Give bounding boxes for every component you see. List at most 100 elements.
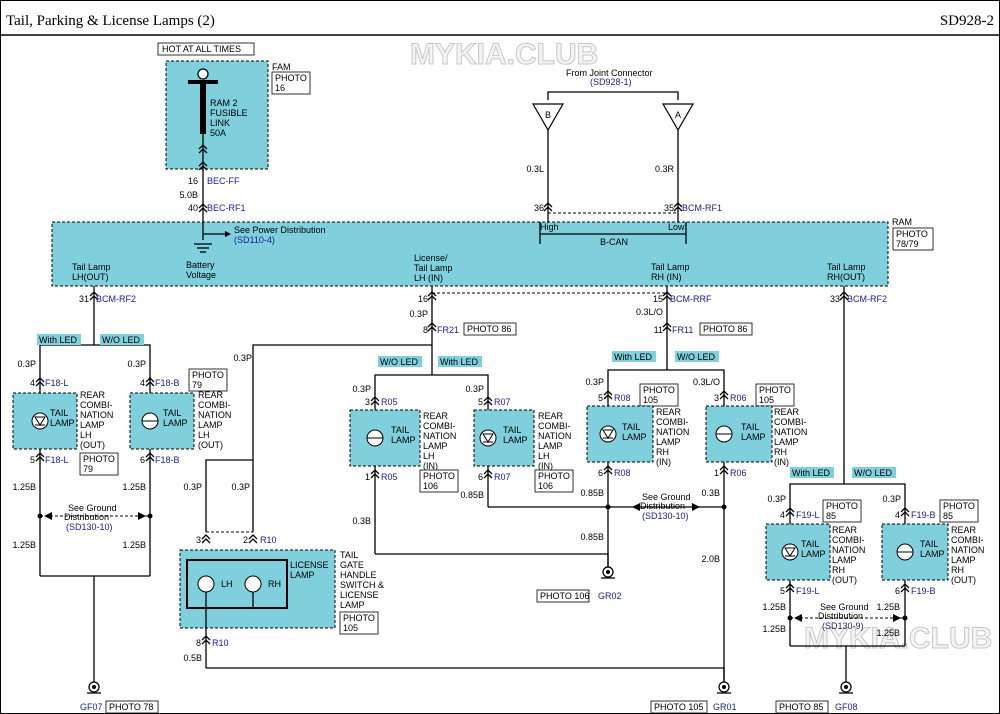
lho-6: (OUT) — [80, 440, 105, 450]
f19b-bot: F19-B — [911, 586, 936, 596]
lhi-1: REAR — [423, 411, 449, 421]
lt7: TAIL — [503, 425, 521, 435]
f19l-pin4: 4 — [780, 510, 785, 520]
diagram-title: Tail, Parking & License Lamps (2) — [6, 13, 215, 29]
ph106a-1: PHOTO — [423, 471, 455, 481]
bcm-rrf: BCM-RRF — [670, 294, 712, 304]
bec-ff-label: BEC-FF — [207, 176, 240, 186]
ph85a-2: 85 — [826, 511, 836, 521]
pin-31: 31 — [79, 294, 89, 304]
gnd3-ref: (SD130-9) — [822, 621, 864, 631]
lhout-with-led: With LED — [39, 335, 78, 345]
r08-top: R08 — [614, 393, 631, 403]
f19l-pin5: 5 — [780, 586, 785, 596]
sw-3: HANDLE — [340, 570, 377, 580]
gr01-photo: PHOTO 105 — [654, 702, 703, 712]
bec-ff-pin: 16 — [188, 176, 198, 186]
lt1: TAIL — [50, 408, 68, 418]
fr21-wire: 0.3P — [409, 309, 428, 319]
gnd3-see: See Ground — [820, 602, 869, 612]
rhi2-2: COMBI- — [774, 417, 807, 427]
rhi2-4: LAMP — [774, 437, 799, 447]
ph79-1: PHOTO — [192, 370, 224, 380]
gr02-photo: PHOTO 106 — [540, 591, 589, 601]
f18l-top: F18-L — [45, 378, 69, 388]
f19b-pin6: 6 — [895, 586, 900, 596]
ram-photo-2: 78/79 — [896, 239, 919, 249]
lho2-5: LH — [198, 430, 210, 440]
fr11-wire: 0.3L/O — [636, 307, 663, 317]
lic-ph-1: PHOTO — [343, 613, 375, 623]
w-f18b: 0.3P — [127, 359, 146, 369]
f18l-bot: F18-L — [45, 455, 69, 465]
fuse-l2: FUSIBLE — [210, 108, 248, 118]
lhi2-6: (IN) — [538, 461, 553, 471]
w05b: 0.5B — [183, 653, 202, 663]
r06-bot: R06 — [730, 468, 747, 478]
sw-1: TAIL — [340, 550, 358, 560]
from-joint-label: From Joint Connector — [566, 68, 653, 78]
conn-b-label: B — [545, 110, 551, 120]
sw-6: LAMP — [340, 600, 365, 610]
f18l-pin: 4 — [30, 378, 35, 388]
r10-pin3: 3 — [196, 535, 201, 545]
r08-bot: R08 — [614, 468, 631, 478]
gnd1-ref: (SD130-10) — [66, 522, 113, 532]
rhi-6: (IN) — [656, 457, 671, 467]
watermark-bottom: MYKIA.CLUB — [804, 622, 992, 655]
lt6: LAMP — [391, 435, 416, 445]
sw-4: SWITCH & — [340, 580, 384, 590]
w125-2: 1.25B — [122, 482, 146, 492]
fam-photo-2: 16 — [275, 83, 285, 93]
ph105b-1: PHOTO — [759, 385, 791, 395]
rhi2-3: NATION — [774, 427, 807, 437]
w-lic-l: 0.3P — [183, 482, 202, 492]
w-085b-1: 0.85B — [460, 490, 484, 500]
tail-lamp-lh-out-bulb — [129, 392, 195, 450]
lt13: TAIL — [801, 539, 819, 549]
gnd1-dist: Distribution — [64, 512, 109, 522]
w-03b-2: 0.3B — [701, 488, 720, 498]
gf08-label: GF08 — [835, 702, 858, 712]
gnd3-dist: Distribution — [818, 611, 863, 621]
wire-a: 0.3R — [655, 164, 675, 174]
wire-b: 0.3L — [526, 164, 544, 174]
bcm-rf2-b: BCM-RF2 — [847, 294, 887, 304]
gnd1-see: See Ground — [68, 503, 117, 513]
pin-35: 35 — [664, 203, 674, 213]
rhi-4: LAMP — [656, 437, 681, 447]
lho-1: REAR — [80, 390, 106, 400]
ph79-2: 79 — [192, 380, 202, 390]
f18b-bot: F18-B — [155, 455, 180, 465]
hot-label: HOT AT ALL TIMES — [162, 44, 241, 54]
f18b-top: F18-B — [155, 378, 180, 388]
fam-photo-1: PHOTO — [275, 73, 307, 83]
fuse-l1: RAM 2 — [210, 98, 238, 108]
rho2-2: COMBI- — [951, 535, 984, 545]
r10-top: R10 — [260, 535, 277, 545]
ph85b-2: 85 — [943, 511, 953, 521]
ph85b-1: PHOTO — [943, 501, 975, 511]
rho-6: (OUT) — [832, 575, 857, 585]
rho2-4: LAMP — [951, 555, 976, 565]
out2-a: License/ — [414, 253, 448, 263]
lho2-6: (OUT) — [198, 440, 223, 450]
lt14: LAMP — [801, 549, 826, 559]
r07-pin6: 6 — [478, 472, 483, 482]
pin-16: 16 — [418, 294, 428, 304]
rho-2: COMBI- — [832, 535, 865, 545]
batt-2: Voltage — [186, 270, 216, 280]
w125-4: 1.25B — [122, 540, 146, 550]
w-085b-2: 0.85B — [580, 488, 604, 498]
r05-top: R05 — [381, 397, 398, 407]
diagram-code: SD928-2 — [940, 13, 994, 29]
gf07-photo: PHOTO 78 — [109, 702, 153, 712]
lhi2-5: LH — [538, 451, 550, 461]
lt11: TAIL — [741, 422, 759, 432]
r10-pin2: 2 — [243, 535, 248, 545]
r05-pin3: 3 — [365, 397, 370, 407]
out2-b: Tail Lamp — [414, 263, 453, 273]
lhin-wo-led: W/O LED — [380, 357, 419, 367]
lho-3: NATION — [80, 410, 113, 420]
